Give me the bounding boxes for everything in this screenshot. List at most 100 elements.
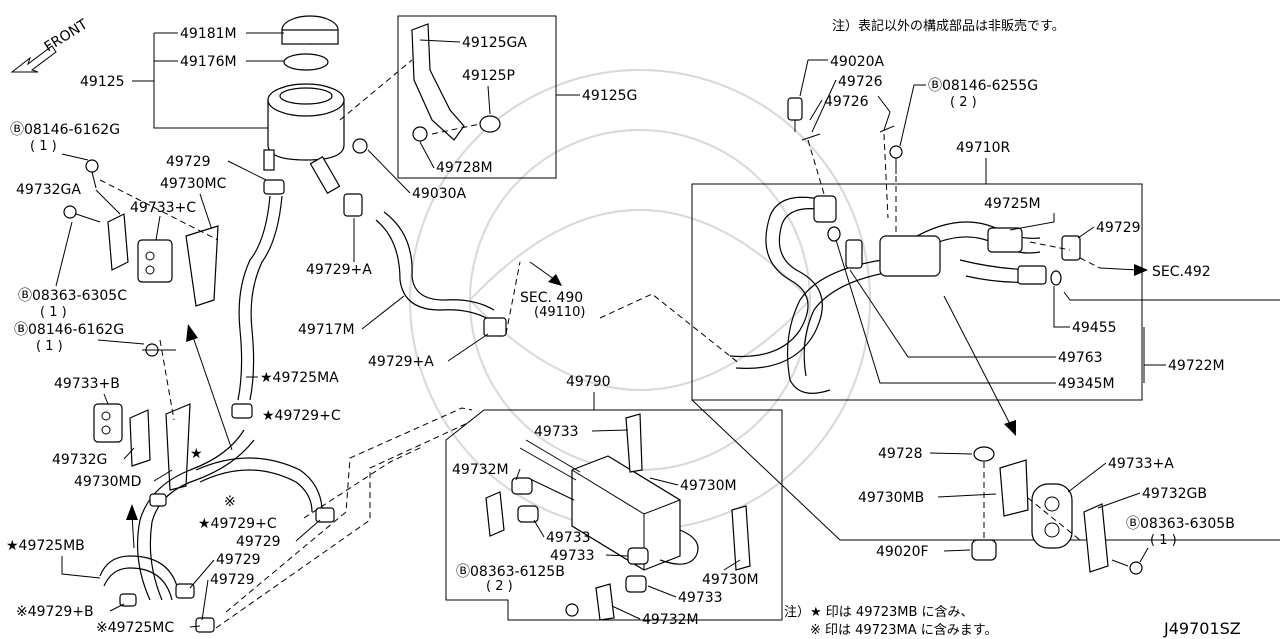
bracket-group-box xyxy=(397,15,557,179)
footnote-line-2: ※ 印は 49723MA に含みます。 xyxy=(810,622,997,638)
label-qty-08146-6162G-top: ( 1 ) xyxy=(30,139,57,154)
label-49729C-upper: ★49729+C xyxy=(262,408,341,424)
marker-kome: ※ xyxy=(224,494,236,510)
label-49725M: 49725M xyxy=(984,196,1041,212)
sleeve-49725M xyxy=(987,227,1023,253)
label-49729-hose-end: 49729 xyxy=(236,534,281,550)
label-49455: 49455 xyxy=(1072,320,1117,336)
clamp-49729A-lower xyxy=(483,317,507,337)
mount-49020F xyxy=(971,539,997,561)
label-49763: 49763 xyxy=(1058,350,1103,366)
clamp-icon xyxy=(195,617,215,633)
label-49732M-b: 49732M xyxy=(642,612,699,628)
footnote-line-1: ★ 印は 49723MB に含み、 xyxy=(810,604,974,620)
label-49725MC: ※49725MC xyxy=(96,620,174,636)
label-49733-a: 49733 xyxy=(534,424,579,440)
label-49733-b: 49733 xyxy=(546,530,591,546)
front-direction-label: FRONT xyxy=(42,16,91,55)
cushion-49733A xyxy=(1031,483,1073,549)
label-49728: 49728 xyxy=(878,446,923,462)
label-49726-a: 49726 xyxy=(838,74,883,90)
bracket-icon xyxy=(731,505,751,571)
clamp-49729-right xyxy=(1061,235,1081,261)
label-49729-lower-b: 49729 xyxy=(210,572,255,588)
tube-stub xyxy=(519,439,581,501)
banjo-bolt-49020A xyxy=(787,97,803,132)
label-SEC490-ref: (49110) xyxy=(534,305,586,320)
label-qty-08146-6255G: ( 2 ) xyxy=(950,95,977,110)
label-qty-08363-6125B: ( 2 ) xyxy=(486,579,513,594)
front-arrow-icon xyxy=(10,45,57,73)
label-49125G: 49125G xyxy=(582,88,637,104)
label-49729C-lower: ★49729+C xyxy=(198,516,277,532)
label-49717M: 49717M xyxy=(298,322,355,338)
hose-assembly-box xyxy=(691,183,1143,401)
label-49726-b: 49726 xyxy=(824,94,869,110)
label-SEC490: SEC. 490 xyxy=(520,290,583,306)
sleeve-icon xyxy=(879,235,941,277)
clamp-icon xyxy=(315,507,335,523)
label-49732GA: 49732GA xyxy=(16,182,81,198)
label-49125: 49125 xyxy=(80,74,125,90)
label-49710R: 49710R xyxy=(956,140,1011,156)
bracket-49730MB xyxy=(999,459,1029,517)
clamp-49732GB xyxy=(1083,503,1109,573)
bolt-49728M xyxy=(412,126,428,142)
label-49729-lower-a: 49729 xyxy=(216,552,261,568)
label-bolt-08146-6162G-mid: Ⓑ08146-6162G xyxy=(14,322,124,338)
bracket-icon xyxy=(625,413,643,473)
cushion-icon xyxy=(517,505,539,523)
cushion-icon xyxy=(627,547,649,565)
label-qty-08363-6305B: ( 1 ) xyxy=(1150,533,1177,548)
clamp-icon xyxy=(119,593,137,607)
label-49730MB: 49730MB xyxy=(858,490,924,506)
label-49730MD: 49730MD xyxy=(74,474,141,490)
bracket-49125GA xyxy=(411,23,465,141)
label-49125GA: 49125GA xyxy=(462,35,527,51)
label-49732G: 49732G xyxy=(52,452,107,468)
label-49728M: 49728M xyxy=(436,160,493,176)
label-49732GB: 49732GB xyxy=(1142,486,1207,502)
footnote-prefix: 注） xyxy=(784,605,810,620)
label-bolt-08146-6255G: Ⓑ08146-6255G xyxy=(928,78,1038,94)
label-49176M: 49176M xyxy=(180,54,237,70)
clamp-49732GA xyxy=(107,213,129,271)
label-49733-c: 49733 xyxy=(550,548,595,564)
clamp-49729A-upper xyxy=(343,193,363,217)
label-49020A: 49020A xyxy=(830,54,885,70)
cushion-49733B xyxy=(93,403,123,443)
pressure-tube-assembly xyxy=(99,429,323,601)
label-49722M: 49722M xyxy=(1168,358,1225,374)
label-49725MA: ★49725MA xyxy=(260,370,339,386)
clamp-49729 xyxy=(263,179,285,195)
note-not-sold-separately: 注）表記以外の構成部品は非販売です。 xyxy=(832,18,1065,34)
grommet-49728 xyxy=(973,446,995,462)
grommet-49125P xyxy=(479,115,501,133)
cooler-group-box xyxy=(445,409,783,621)
label-qty-08363-6305C: ( 1 ) xyxy=(40,305,67,320)
clamp-49729C xyxy=(231,403,253,419)
hose-49717M xyxy=(375,211,495,321)
fitting-icon xyxy=(813,195,837,223)
label-49729A-upper: 49729+A xyxy=(306,262,372,278)
clamp-49732G xyxy=(129,409,151,467)
label-49345M: 49345M xyxy=(1058,376,1115,392)
label-49729A-lower: 49729+A xyxy=(368,354,434,370)
o-ring-49455 xyxy=(1050,270,1062,286)
cushion-icon xyxy=(625,575,647,593)
o-ring-icon xyxy=(827,226,841,242)
fitting-icon xyxy=(1017,265,1047,285)
clamp-icon xyxy=(149,493,167,507)
bracket-49730MD xyxy=(165,403,191,491)
bolt-icon xyxy=(889,145,903,174)
fitting-icon xyxy=(845,239,863,269)
clip-icon xyxy=(485,491,505,537)
label-bolt-08363-6305C: Ⓑ08363-6305C xyxy=(18,288,127,304)
clip-icon xyxy=(595,583,615,621)
label-49729B: ※49729+B xyxy=(16,604,94,620)
label-49729-clamp-top: 49729 xyxy=(166,154,211,170)
label-qty-08146-6162G-mid: ( 1 ) xyxy=(36,339,63,354)
label-49730M-a: 49730M xyxy=(680,478,737,494)
label-49733C-top: 49733+C xyxy=(130,200,196,216)
